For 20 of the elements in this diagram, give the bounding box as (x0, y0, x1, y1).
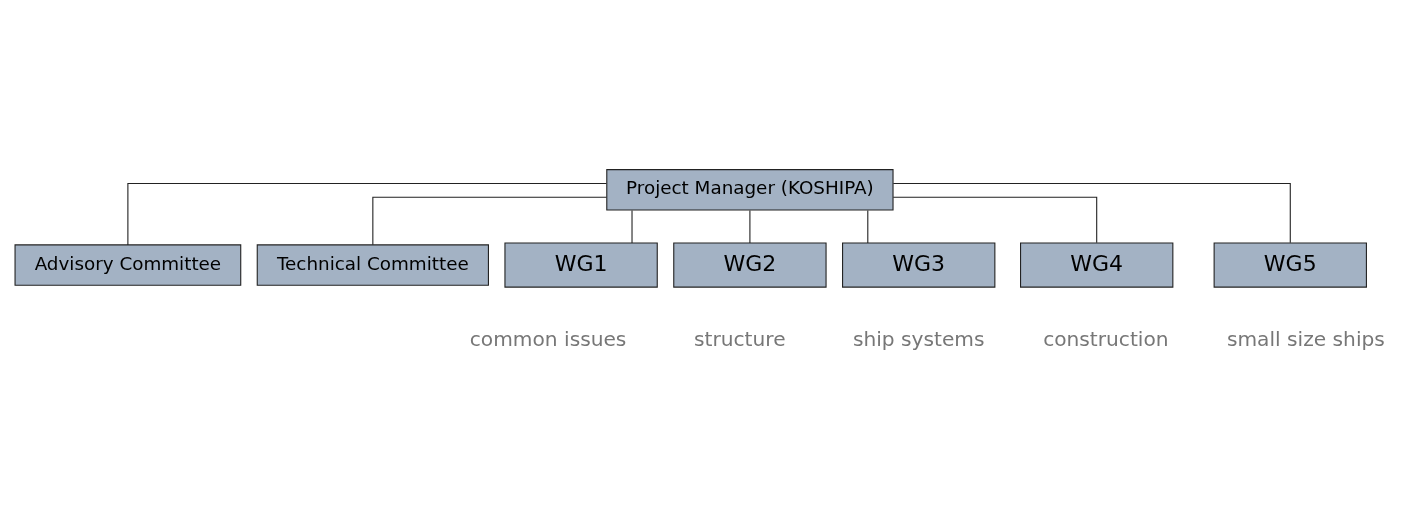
node-box: WG1 (504, 242, 658, 288)
connector (867, 209, 869, 243)
connector (892, 196, 1098, 243)
connector (749, 209, 751, 243)
connector (892, 182, 1291, 243)
node-box: Technical Committee (256, 243, 489, 286)
node-box: Project Manager (KOSHIPA) (606, 168, 894, 211)
node-label: small size ships (1226, 326, 1385, 351)
node-label: ship systems (852, 326, 985, 351)
connector (127, 182, 607, 245)
node-box: WG3 (842, 242, 996, 288)
node-box: WG2 (673, 242, 827, 288)
connector (631, 209, 633, 243)
node-label: construction (1043, 326, 1169, 351)
node-label: common issues (469, 326, 627, 351)
node-box: WG4 (1020, 242, 1174, 288)
node-box: Advisory Committee (14, 243, 242, 286)
node-box: WG5 (1213, 242, 1367, 288)
node-label: structure (694, 326, 786, 351)
connector (372, 196, 608, 245)
